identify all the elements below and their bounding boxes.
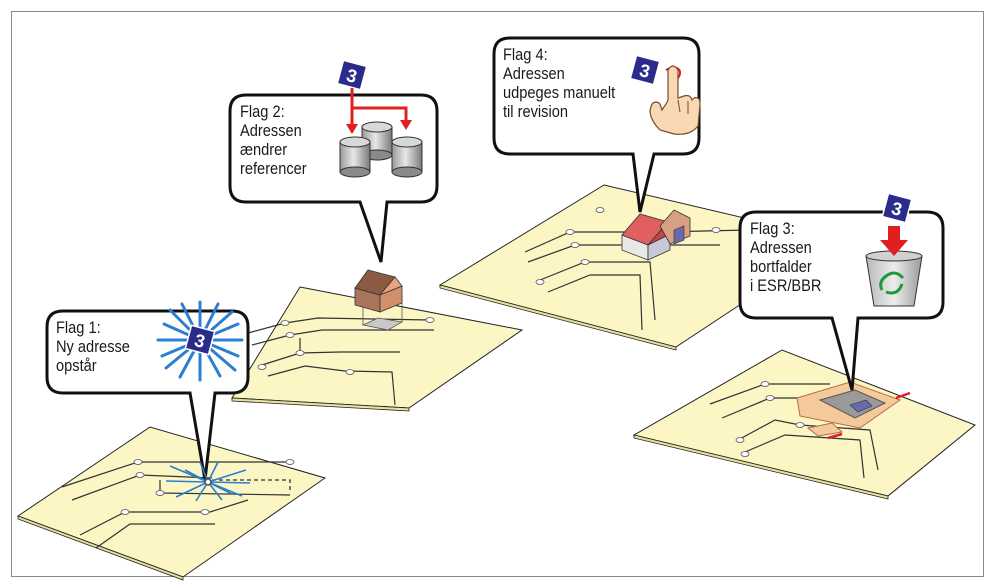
flag1-line-3: opstår <box>56 356 97 375</box>
ground-plate-flag3 <box>632 349 976 500</box>
badge-icon-flag1: 3 <box>184 324 216 356</box>
badge-icon-flag2: 3 <box>336 59 368 91</box>
flag1-line-2: Ny adresse <box>56 337 130 356</box>
flag3-line-3: bortfalder <box>750 257 812 276</box>
label-flag1: Flag 1: Ny adresse opstår <box>56 318 130 375</box>
recycle-bin-icon <box>865 250 923 307</box>
reference-arrows-icon <box>346 88 412 134</box>
badge-number: 3 <box>637 60 652 82</box>
flag4-line-1: Flag 4: <box>503 45 548 64</box>
flag2-line-3: ændrer <box>240 140 288 159</box>
removal-marks <box>827 391 911 440</box>
callout-flag1 <box>45 309 250 481</box>
flag3-line-4: i ESR/BBR <box>750 276 822 295</box>
flag4-line-2: Adressen <box>503 64 565 83</box>
flag3-line-1: Flag 3: <box>750 219 795 238</box>
badge-number: 3 <box>344 65 359 87</box>
flag1-line-1: Flag 1: <box>56 318 101 337</box>
badge-number: 3 <box>889 198 904 220</box>
flag2-line-2: Adressen <box>240 121 302 140</box>
flag2-line-1: Flag 2: <box>240 102 285 121</box>
pointing-finger-icon <box>649 65 701 135</box>
removed-building-footprint <box>796 381 902 437</box>
database-icon <box>339 121 423 178</box>
house-icon-flag4 <box>621 209 691 261</box>
flag4-line-4: til revision <box>503 102 569 121</box>
delete-arrow-icon <box>880 226 908 256</box>
ground-plate-flag1 <box>16 426 327 581</box>
badge-number: 3 <box>192 330 207 352</box>
ground-plate-flag4 <box>438 184 840 351</box>
badge-icon-flag3: 3 <box>881 192 913 224</box>
label-flag4: Flag 4: Adressen udpeges manuelt til rev… <box>503 45 615 121</box>
house-icon-flag2 <box>354 269 404 331</box>
flag3-line-2: Adressen <box>750 238 812 257</box>
badge-icon-flag4: 3 <box>629 54 661 86</box>
flag4-line-3: udpeges manuelt <box>503 83 616 102</box>
label-flag3: Flag 3: Adressen bortfalder i ESR/BBR <box>750 219 822 295</box>
flag2-line-4: referencer <box>240 159 307 178</box>
new-address-burst-map <box>165 461 251 502</box>
ground-plate-flag2 <box>231 286 524 412</box>
label-flag2: Flag 2: Adressen ændrer referencer <box>240 102 307 178</box>
